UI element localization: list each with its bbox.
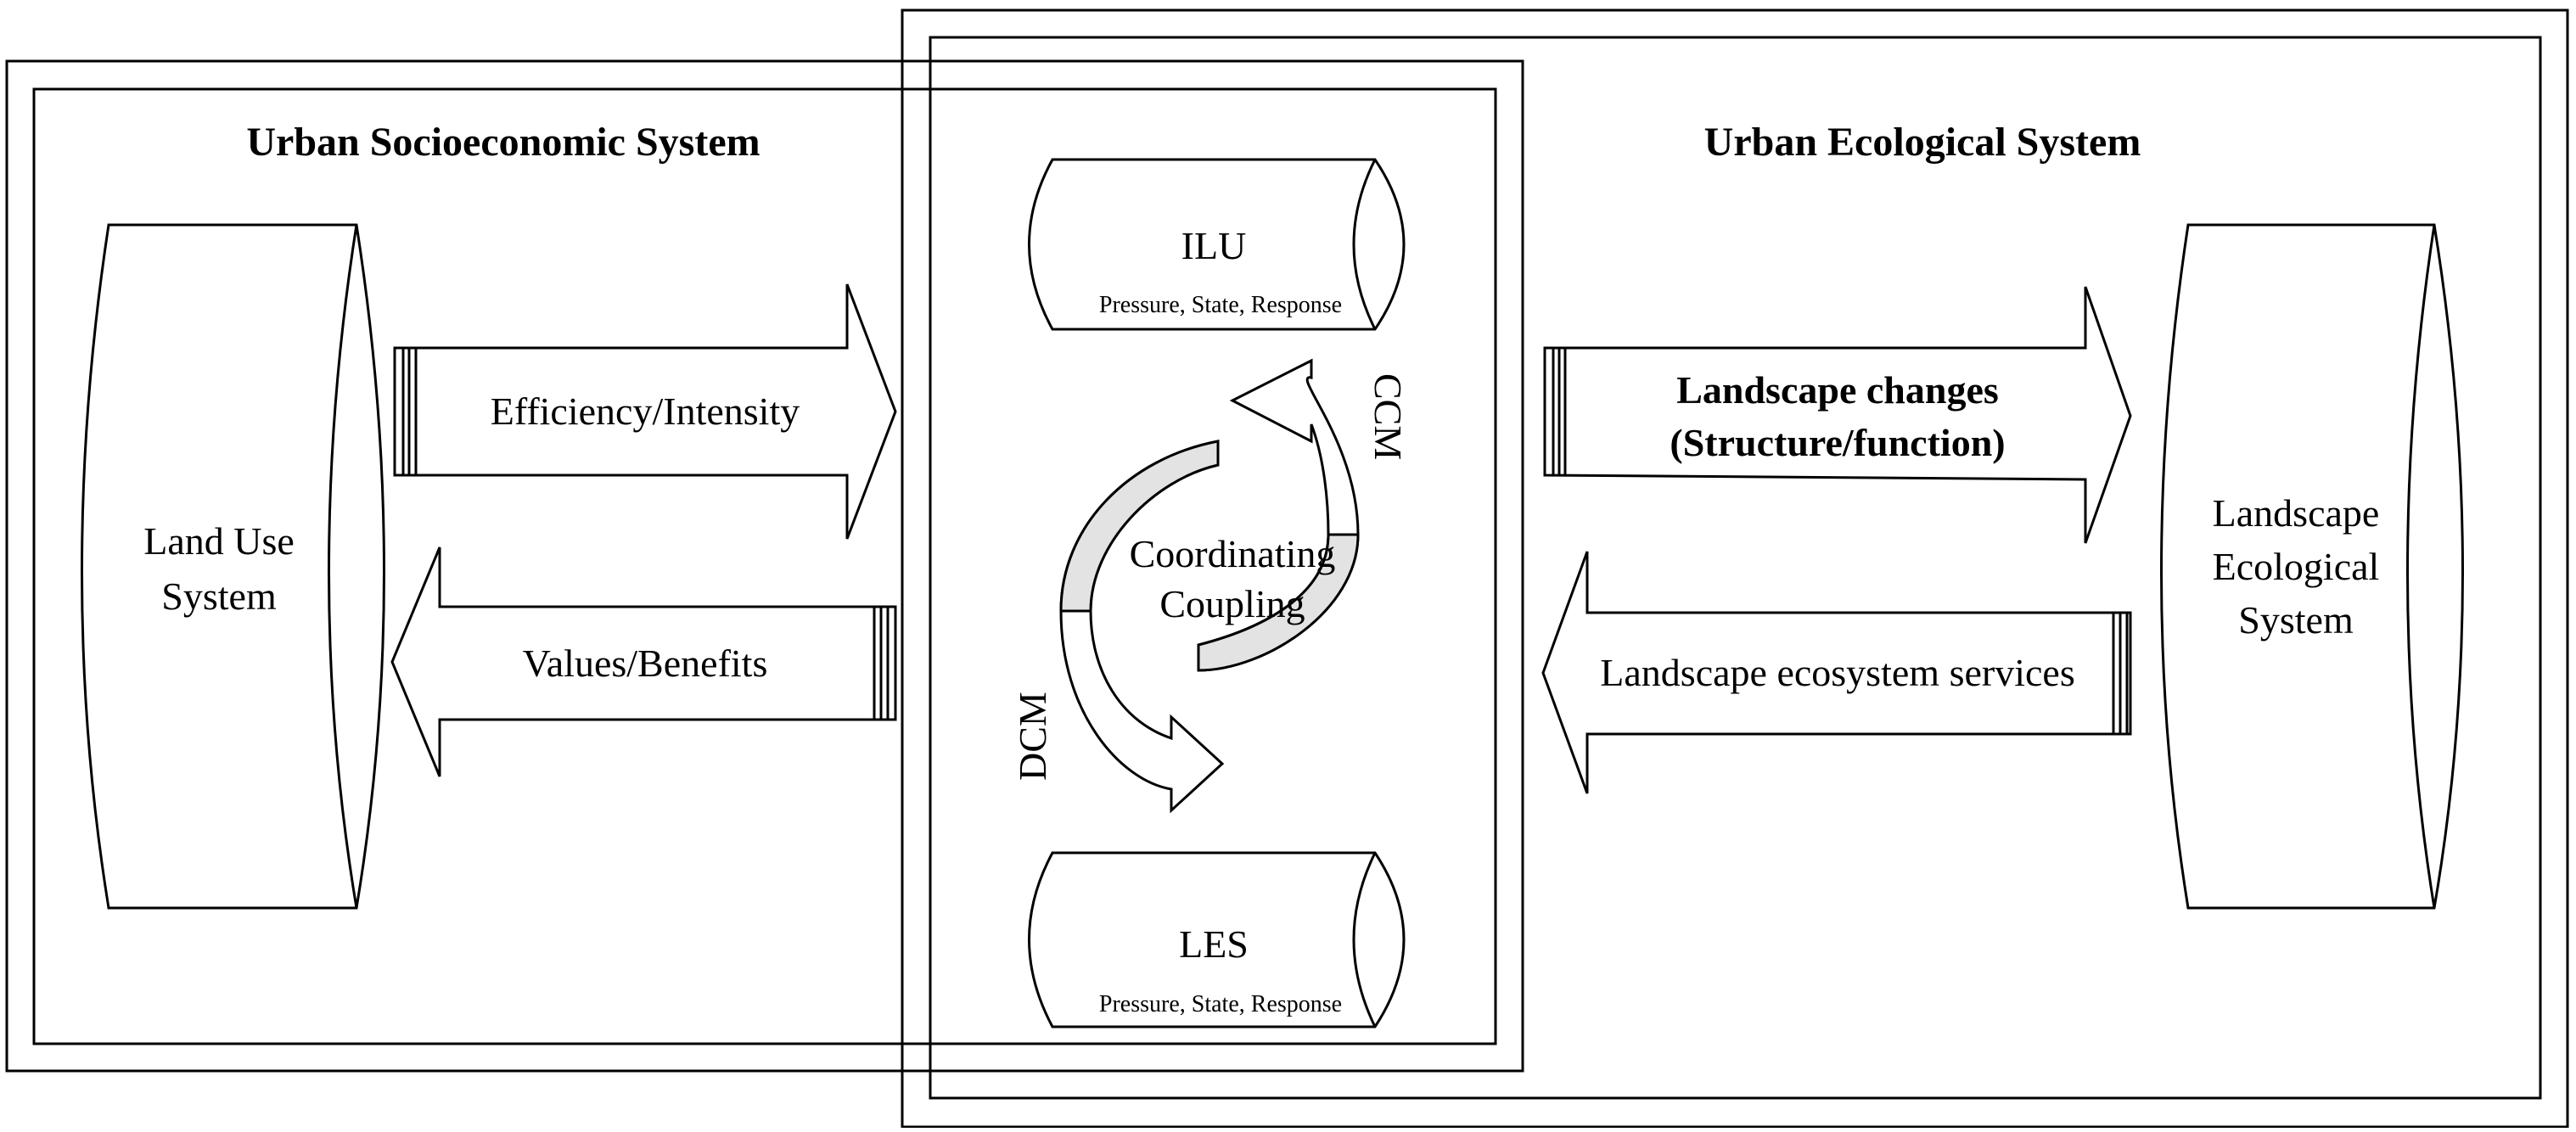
land-use-label-line1: Land Use <box>143 519 295 563</box>
coupling-label: Coupling <box>1159 582 1305 625</box>
les-title: LES <box>1179 922 1249 966</box>
ecosystem-services-label: Landscape ecosystem services <box>1600 651 2074 694</box>
land-use-system-cylinder <box>81 223 385 910</box>
les-subtitle: Pressure, State, Response <box>1099 991 1342 1017</box>
efficiency-intensity-label: Efficiency/Intensity <box>491 389 800 433</box>
values-benefits-label: Values/Benefits <box>523 642 768 685</box>
ccm-shaded-band <box>1197 533 1360 672</box>
efficiency-intensity-arrow <box>393 283 897 540</box>
landscape-label-line2: Ecological <box>2213 545 2380 588</box>
socioeconomic-inner-frame <box>32 87 1497 1045</box>
ccm-label: CCM <box>1367 373 1410 460</box>
landscape-ecological-system-cylinder <box>2160 223 2464 910</box>
land-use-label-line2: System <box>161 574 277 618</box>
ecological-inner-frame <box>929 36 2542 1100</box>
ilu-title: ILU <box>1181 224 1247 267</box>
landscape-label-line1: Landscape <box>2213 491 2380 535</box>
dcm-shaded-band <box>1059 440 1220 613</box>
socioeconomic-outer-frame <box>5 59 1524 1073</box>
ilu-subtitle: Pressure, State, Response <box>1099 292 1342 318</box>
ecological-title: Urban Ecological System <box>1704 120 2141 165</box>
landscape-changes-label-line2: (Structure/function) <box>1670 421 2005 464</box>
les-cylinder <box>1028 851 1406 1028</box>
landscape-changes-label-line1: Landscape changes <box>1676 368 1999 412</box>
coordinating-label: Coordinating <box>1130 532 1336 575</box>
socioeconomic-title: Urban Socioeconomic System <box>246 120 760 165</box>
dcm-label: DCM <box>1011 692 1054 781</box>
landscape-changes-arrow <box>1543 286 2132 544</box>
ecosystem-services-arrow <box>1541 551 2132 794</box>
ecological-outer-frame <box>901 8 2569 1129</box>
ilu-cylinder <box>1028 158 1406 331</box>
landscape-label-line3: System <box>2238 598 2354 642</box>
values-benefits-arrow <box>390 546 897 777</box>
